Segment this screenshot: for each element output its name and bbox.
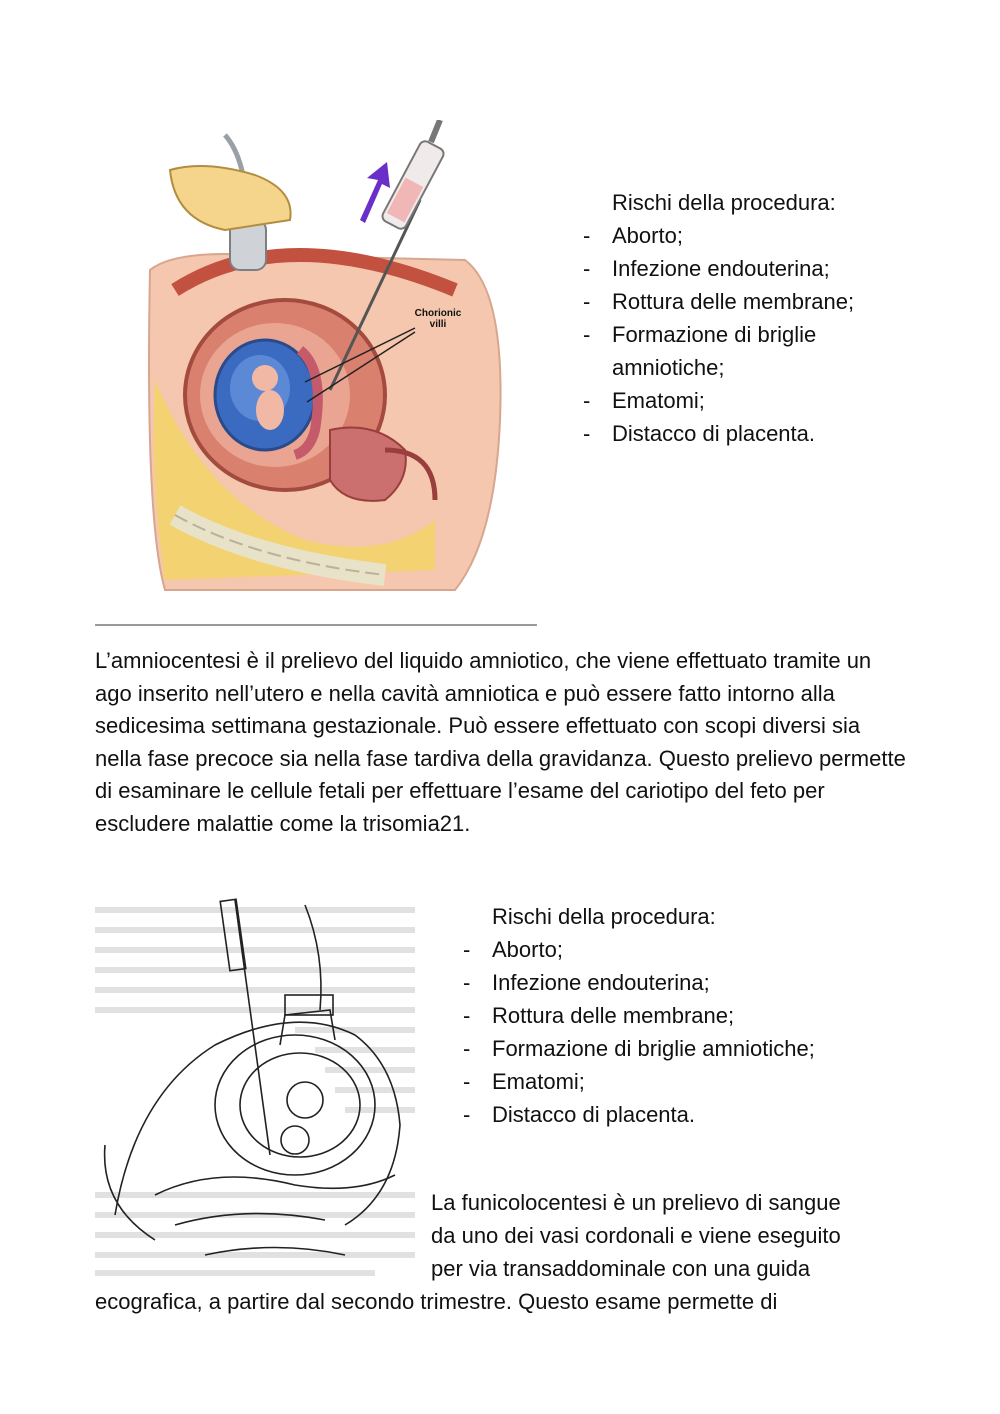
funicolocentesis-drawing bbox=[95, 898, 415, 1276]
risk-item: Rottura delle membrane; bbox=[461, 999, 881, 1032]
risks-list-1: Rischi della procedura: Aborto; Infezion… bbox=[581, 186, 911, 450]
risk-item: Distacco di placenta. bbox=[461, 1098, 881, 1131]
risks-list-2: Rischi della procedura: Aborto; Infezion… bbox=[461, 900, 881, 1131]
risk-item: Formazione di briglie amniotiche; bbox=[581, 318, 852, 384]
risk-item: Aborto; bbox=[581, 219, 911, 252]
risk-item: Ematomi; bbox=[581, 384, 911, 417]
risks-items-2: Aborto; Infezione endouterina; Rottura d… bbox=[461, 933, 881, 1131]
funicolocentesis-paragraph-line: da uno dei vasi cordonali e viene esegui… bbox=[431, 1223, 841, 1248]
funicolocentesis-paragraph-line: per via transaddominale con una guida bbox=[431, 1256, 811, 1281]
risk-item: Infezione endouterina; bbox=[461, 966, 881, 999]
amniocentesis-paragraph: L’amniocentesi è il prelievo del liquido… bbox=[95, 648, 906, 836]
chorionic-villi-label: Chorionic villi bbox=[414, 308, 462, 330]
risk-item: Rottura delle membrane; bbox=[581, 285, 911, 318]
funicolocentesis-paragraph-line: La funicolocentesi è un prelievo di sang… bbox=[431, 1190, 841, 1215]
funicolocentesis-paragraph-line: ecografica, a partire dal secondo trimes… bbox=[95, 1289, 778, 1314]
risks-heading-2: Rischi della procedura: bbox=[492, 904, 716, 929]
risk-item: Aborto; bbox=[461, 933, 881, 966]
risk-item: Formazione di briglie amniotiche; bbox=[461, 1032, 881, 1065]
risk-item: Infezione endouterina; bbox=[581, 252, 911, 285]
risks-heading-1: Rischi della procedura: bbox=[612, 190, 836, 215]
amniocentesis-illustration: Chorionic villi bbox=[135, 118, 510, 610]
amniocentesis-drawing bbox=[148, 118, 502, 591]
funicolocentesis-illustration bbox=[95, 895, 415, 1280]
risks-items-1: Aborto; Infezione endouterina; Rottura d… bbox=[581, 219, 911, 450]
risk-item: Distacco di placenta. bbox=[581, 417, 911, 450]
risk-item: Ematomi; bbox=[461, 1065, 881, 1098]
horizontal-divider bbox=[95, 624, 537, 626]
